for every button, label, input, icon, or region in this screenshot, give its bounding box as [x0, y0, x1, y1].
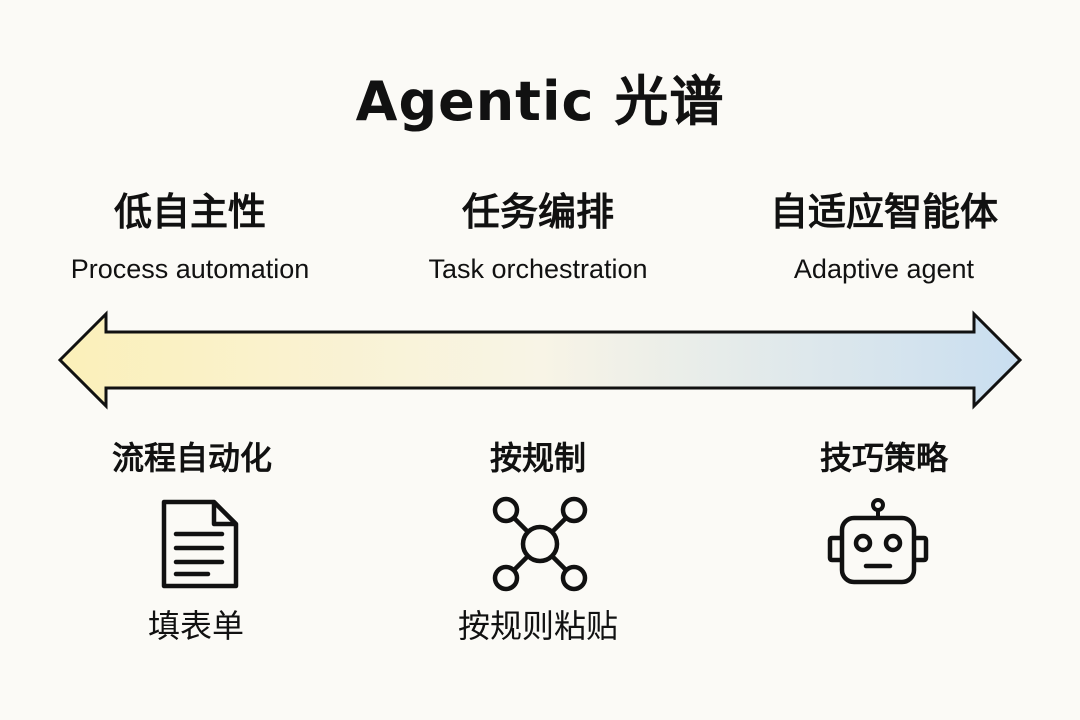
- example-caption-rule-paste: 按规则粘贴: [457, 607, 618, 645]
- spectrum-column-task-orchestration: 任务编排 Task orchestration: [378, 188, 698, 286]
- document-icon: [161, 499, 239, 589]
- robot-icon: [827, 498, 929, 585]
- double-arrow-icon: [57, 310, 1023, 410]
- column-heading: 低自主性: [113, 190, 266, 234]
- column-heading: 任务编排: [461, 190, 614, 234]
- column-subheading: Task orchestration: [428, 254, 648, 284]
- page-title: Agentic 光谱: [355, 70, 725, 133]
- example-label-process-automation: 流程自动化: [111, 439, 272, 477]
- example-caption-fill-form: 填表单: [147, 607, 244, 645]
- column-subheading: Adaptive agent: [793, 254, 975, 284]
- network-icon: [492, 496, 588, 592]
- example-label-strategy: 技巧策略: [819, 439, 948, 477]
- spectrum-column-adaptive-agent: 自适应智能体 Adaptive agent: [724, 188, 1044, 286]
- spectrum-arrow: [57, 310, 1023, 410]
- column-subheading: Process automation: [70, 254, 310, 284]
- spectrum-column-low-autonomy: 低自主性 Process automation: [30, 188, 350, 286]
- example-label-rule-based: 按规制: [489, 439, 586, 477]
- column-heading: 自适应智能体: [769, 190, 998, 234]
